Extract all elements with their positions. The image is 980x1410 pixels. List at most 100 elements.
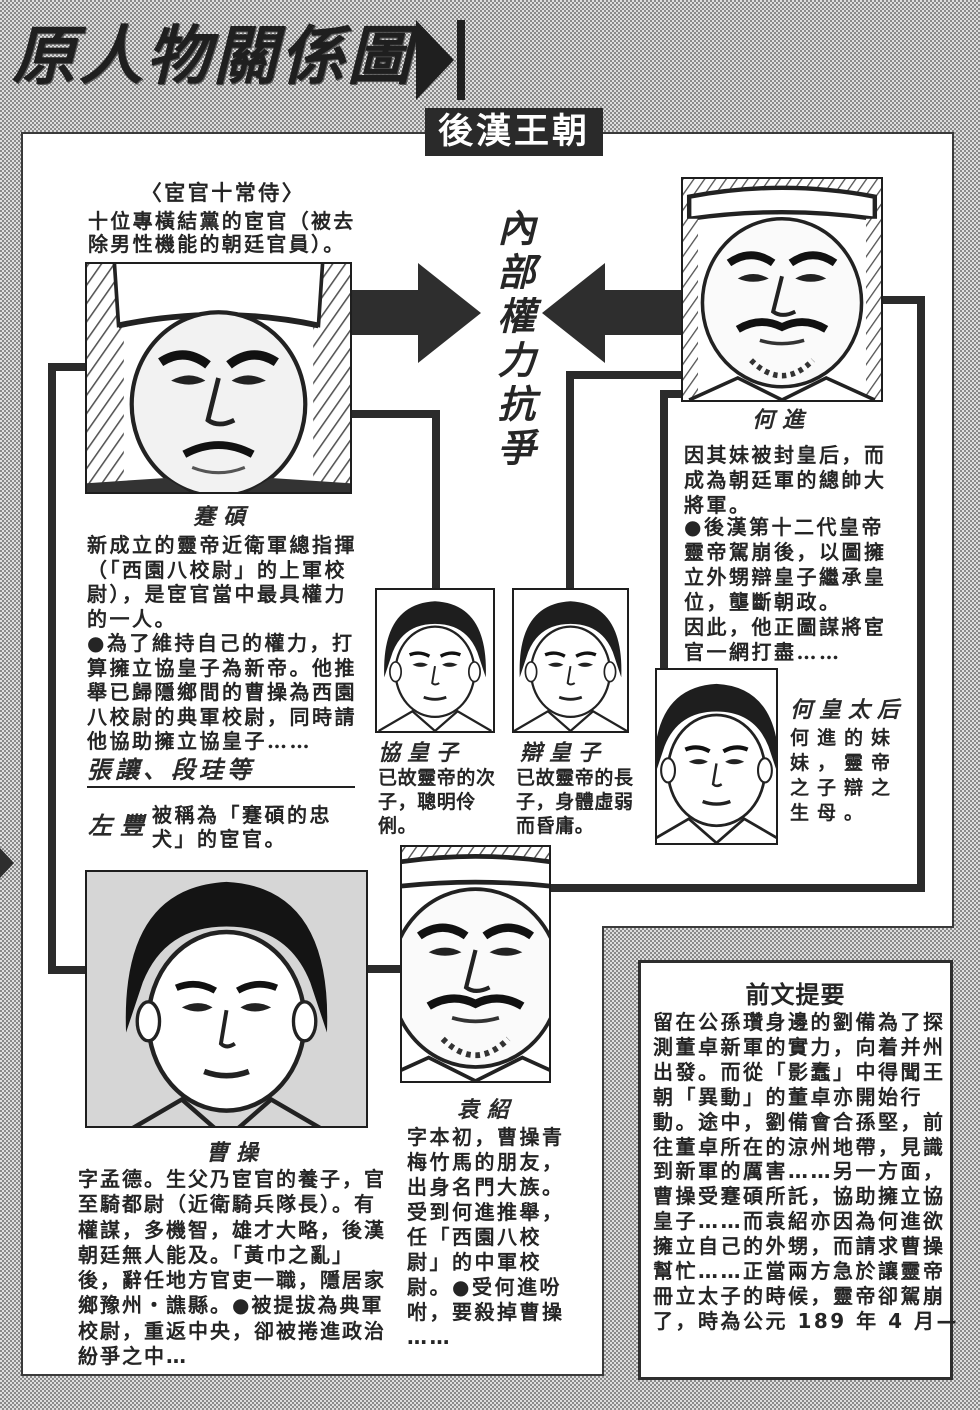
he-taihou-portrait (655, 668, 778, 845)
text-line: 到新軍的厲害……另一方面， (653, 1159, 946, 1184)
general-face-icon (683, 179, 881, 400)
text-line: 已故靈帝的長 (516, 767, 634, 789)
text-line: 生母。 (790, 802, 872, 824)
noble-face-icon (402, 847, 549, 1081)
eunuch-face-icon (87, 264, 350, 492)
empress-face-icon (657, 670, 776, 843)
warrior-face-icon (87, 872, 366, 1126)
text-line: 測董卓新軍的實力，向着并州 (653, 1034, 946, 1059)
text-line: 紛爭之中… (78, 1344, 188, 1369)
text-line: 往董卓所在的涼州地帶，見識 (653, 1134, 946, 1159)
bian-portrait (512, 588, 629, 733)
text-line: （「西園八校尉」的上軍校 (87, 557, 347, 582)
text-line: 朝廷無人能及。「黃巾之亂」 (78, 1242, 354, 1267)
bian-description: 已故靈帝的長子，身體虛弱而昏庸。 (516, 766, 634, 838)
he-jin-name: 何進 (751, 407, 812, 433)
text-line: 靈帝駕崩後，以圖擁 (684, 540, 887, 564)
summary-text: 留在公孫瓚身邊的劉備為了探測董卓新軍的實力，向着并州出發。而從「影蠢」中得聞王朝… (653, 1010, 959, 1334)
text-line: 他協助擁立協皇子…… (87, 729, 312, 754)
text-line: 何進的妹 (790, 727, 899, 749)
yuan-shao-description: 字本初，曹操青梅竹馬的朋友，出身名門大族。受到何進推舉，任「西園八校尉」的中軍校… (407, 1125, 565, 1350)
text-line: 舉已歸隱鄉間的曹操為西園 (87, 680, 357, 705)
xie-portrait (375, 588, 495, 733)
text-line: 妹，靈帝 (790, 752, 899, 774)
jian-shuo-name: 蹇碩 (192, 504, 253, 530)
xie-description: 已故靈帝的次子，聰明伶俐。 (378, 766, 496, 838)
text-line: 位，壟斷朝政。 (684, 590, 842, 614)
text-line: 權謀，多機智，雄才大略，後漢 (78, 1217, 386, 1242)
divider (87, 786, 355, 788)
prince-face-icon (514, 590, 627, 731)
yuan-shao-name: 袁紹 (456, 1097, 517, 1123)
he-jin-description: 因其妹被封皇后，而成為朝廷軍的總帥大將軍。 (684, 443, 887, 518)
text-line: 已故靈帝的次 (378, 767, 496, 789)
text-line: 字本初，曹操青 (407, 1125, 565, 1149)
text-line: 成為朝廷軍的總帥大 (684, 468, 887, 492)
text-line: 尉），是宦官當中最具權力 (87, 582, 347, 607)
yuan-shao-portrait (400, 845, 551, 1083)
text-line: 十位專橫結黨的宦官（被去 (88, 209, 356, 233)
prince-face-icon (377, 590, 493, 731)
text-line: …… (407, 1325, 452, 1349)
text-line: 的一人。 (87, 606, 177, 631)
he-jin-notes: ●後漢第十二代皇帝靈帝駕崩後，以圖擁立外甥辯皇子繼承皇位，壟斷朝政。因此，他正圖… (684, 515, 887, 665)
text-line: 俐。 (378, 815, 418, 837)
text-line: 字孟德。生父乃宦官的養子，官 (78, 1167, 386, 1191)
connector-he-jin-bian (566, 371, 681, 588)
cao-cao-name: 曹操 (205, 1140, 266, 1166)
text-line: 校尉，重返中央，卻被捲進政治 (78, 1318, 386, 1343)
text-line: ●後漢第十二代皇帝 (684, 515, 884, 539)
jian-shuo-portrait (85, 262, 352, 494)
text-line: 留在公孫瓚身邊的劉備為了探 (653, 1010, 946, 1034)
text-line: 立外甥辯皇子繼承皇 (684, 565, 887, 589)
text-line: 出身名門大族。 (407, 1175, 565, 1199)
text-line: 官一網打盡…… (684, 640, 842, 664)
text-line: 鄉豫州・譙縣。●被提拔為典軍 (78, 1293, 384, 1318)
triangle-bracket-icon (416, 20, 465, 100)
connector-he-jin-he-taihou (660, 390, 681, 668)
eunuch-group-heading: 〈宦官十常侍〉 (140, 181, 306, 205)
text-line: 子，身體虛弱 (516, 791, 634, 813)
he-jin-portrait (681, 177, 883, 402)
power-struggle-label: 內部權力抗爭 (491, 208, 536, 472)
text-line: 而昏庸。 (516, 815, 595, 837)
text-line: 因其妹被封皇后，而 (684, 443, 887, 467)
xie-name: 協皇子 (378, 740, 466, 766)
connector-he-jin-yuan-shao (551, 296, 925, 892)
bian-name: 辯皇子 (520, 740, 608, 766)
zuo-feng-name: 左豐 (88, 811, 152, 840)
text-line: 出發。而從「影蠢」中得聞王 (653, 1059, 946, 1084)
arrow-right-icon (352, 263, 481, 363)
text-line: 曹操受蹇碩所託，協助擁立協 (653, 1184, 946, 1209)
text-line: 任「西園八校 (407, 1225, 542, 1249)
text-line: 算擁立協皇子為新帝。他推 (87, 655, 357, 680)
connector-jian-shuo-xie (352, 410, 440, 588)
text-line: 新成立的靈帝近衛軍總指揮 (87, 533, 357, 557)
dynasty-label: 後漢王朝 (425, 108, 603, 156)
jian-shuo-notes: ●為了維持自己的權力，打算擁立協皇子為新帝。他推舉已歸隱鄉間的曹操為西園八校尉的… (87, 631, 357, 754)
triangle-right-icon (0, 848, 14, 878)
text-line: 幫忙……正當兩方急於讓靈帝 (653, 1259, 946, 1284)
text-line: 動。途中，劉備會合孫堅，前 (653, 1109, 946, 1134)
text-line: 除男性機能的朝廷官員）。 (88, 232, 346, 256)
he-taihou-name: 何皇太后 (790, 697, 907, 723)
summary-box (638, 960, 953, 1380)
he-taihou-description: 何進的妹妹，靈帝之子辯之生母。 (790, 726, 898, 826)
connector-jian-shuo-cao-cao (48, 363, 85, 974)
zuo-feng-description: 被稱為「蹇碩的忠犬」的宦官。 (152, 803, 332, 851)
text-line: 至騎都尉（近衛騎兵隊長）。有 (78, 1192, 376, 1217)
text-line: 後，辭任地方官吏一職，隱居家 (78, 1268, 386, 1293)
jian-shuo-description: 新成立的靈帝近衛軍總指揮（「西園八校尉」的上軍校尉），是宦官當中最具權力的一人。 (87, 533, 357, 631)
summary-title: 前文提要 (745, 981, 846, 1009)
text-line: 咐，要殺掉曹操 (407, 1300, 565, 1324)
eunuch-group-description: 十位專橫結黨的宦官（被去除男性機能的朝廷官員）。 (88, 210, 356, 256)
text-line: ●為了維持自己的權力，打 (87, 631, 355, 655)
page-title: 原人物關係圖 (12, 19, 414, 94)
text-line: 將軍。 (684, 493, 752, 517)
text-line: 受到何進推舉， (407, 1200, 565, 1224)
text-line: 尉。●受何進吩 (407, 1275, 562, 1299)
cao-cao-portrait (85, 870, 368, 1128)
text-line: 被稱為「蹇碩的忠 (152, 803, 332, 827)
text-line: 之子辯之 (790, 777, 899, 799)
